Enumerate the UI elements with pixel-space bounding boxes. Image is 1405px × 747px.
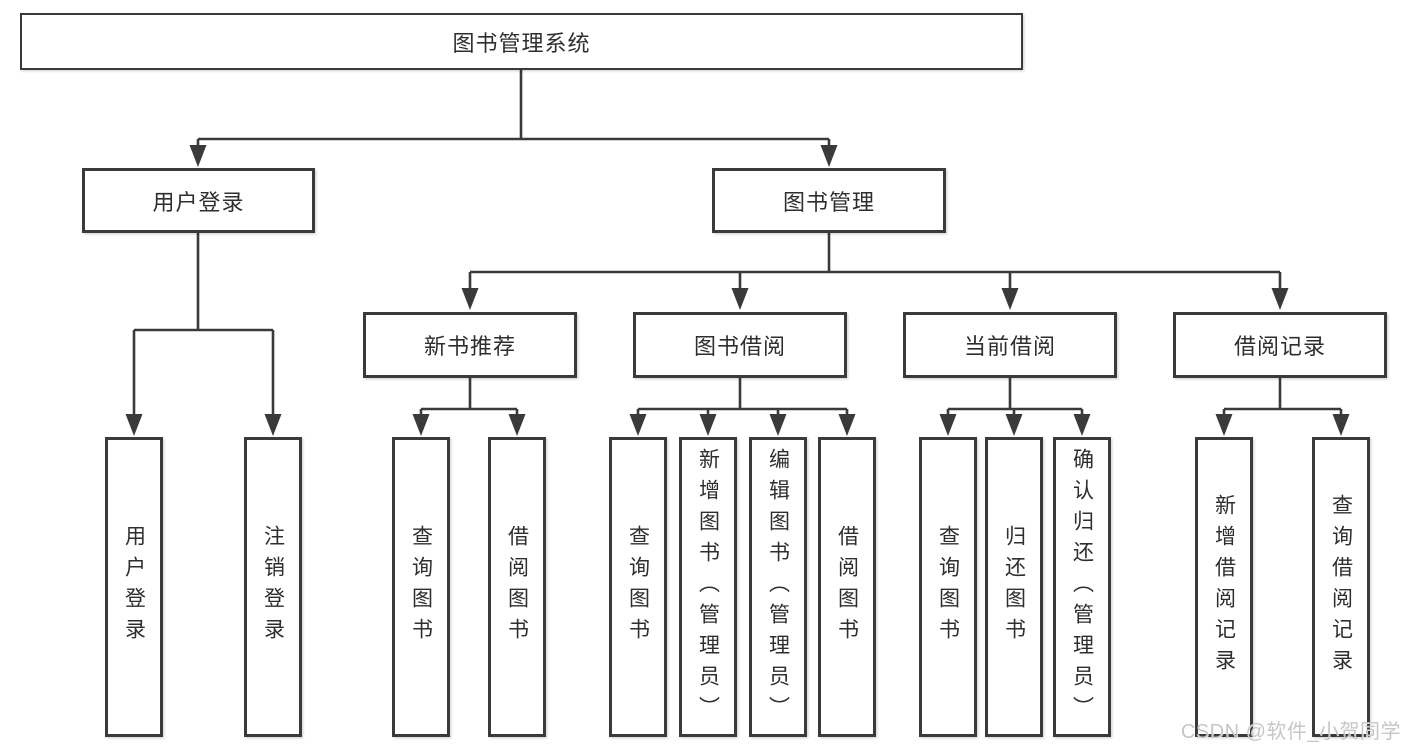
leaf-user-login-label: 用户登录 bbox=[122, 525, 146, 649]
leaf-add-borrow-record-label: 新增借阅记录 bbox=[1212, 494, 1236, 680]
leaf-borrow-books-2: 借阅图书 bbox=[818, 437, 876, 737]
leaf-edit-book-admin: 编辑图书（管理员） bbox=[749, 437, 807, 737]
node-library-management-system: 图书管理系统 bbox=[20, 13, 1023, 70]
leaf-add-book-admin: 新增图书（管理员） bbox=[679, 437, 737, 737]
node-book-management-label: 图书管理 bbox=[782, 189, 875, 215]
node-new-book-recommend: 新书推荐 bbox=[363, 312, 577, 378]
node-book-management: 图书管理 bbox=[712, 168, 946, 233]
leaf-query-books-2-label: 查询图书 bbox=[626, 525, 650, 649]
edge-book-borrowing-to-leaves bbox=[629, 378, 856, 436]
edge-book-management-to-level3 bbox=[461, 233, 1289, 310]
node-borrow-records-label: 借阅记录 bbox=[1233, 334, 1326, 359]
leaf-logout-label: 注销登录 bbox=[261, 525, 285, 649]
leaf-query-books-1: 查询图书 bbox=[392, 437, 450, 737]
node-book-borrowing: 图书借阅 bbox=[633, 312, 847, 378]
edge-user-login-to-leaves bbox=[125, 232, 282, 436]
leaf-confirm-return-admin: 确认归还（管理员） bbox=[1053, 437, 1111, 737]
node-book-borrowing-label: 图书借阅 bbox=[693, 334, 786, 359]
edge-current-borrowing-to-leaves bbox=[939, 378, 1091, 436]
leaf-query-borrow-record-label: 查询借阅记录 bbox=[1329, 494, 1353, 680]
leaf-query-books-2: 查询图书 bbox=[609, 437, 667, 737]
csdn-watermark: CSDN @软件_小贺同学 bbox=[1180, 721, 1401, 743]
node-new-book-recommend-label: 新书推荐 bbox=[423, 334, 516, 359]
leaf-query-books-3-label: 查询图书 bbox=[936, 525, 960, 649]
leaf-user-login: 用户登录 bbox=[105, 437, 163, 737]
edge-borrow-records-to-leaves bbox=[1215, 378, 1350, 436]
leaf-edit-book-admin-label: 编辑图书（管理员） bbox=[766, 447, 790, 727]
leaf-logout: 注销登录 bbox=[244, 437, 302, 737]
node-user-login-group: 用户登录 bbox=[82, 168, 315, 233]
leaf-add-book-admin-label: 新增图书（管理员） bbox=[696, 447, 720, 727]
node-current-borrowing: 当前借阅 bbox=[903, 312, 1117, 378]
node-borrow-records: 借阅记录 bbox=[1173, 312, 1387, 378]
node-user-login-group-label: 用户登录 bbox=[152, 189, 245, 215]
leaf-return-book-label: 归还图书 bbox=[1002, 525, 1026, 649]
leaf-return-book: 归还图书 bbox=[985, 437, 1043, 737]
node-current-borrowing-label: 当前借阅 bbox=[963, 334, 1056, 359]
leaf-query-borrow-record: 查询借阅记录 bbox=[1312, 437, 1370, 737]
leaf-borrow-books-1: 借阅图书 bbox=[488, 437, 546, 737]
leaf-add-borrow-record: 新增借阅记录 bbox=[1195, 437, 1253, 737]
leaf-query-books-3: 查询图书 bbox=[919, 437, 977, 737]
edge-new-book-recommend-to-leaves bbox=[412, 378, 526, 436]
edge-root-to-level2 bbox=[189, 70, 838, 167]
leaf-borrow-books-2-label: 借阅图书 bbox=[835, 525, 859, 649]
leaf-confirm-return-admin-label: 确认归还（管理员） bbox=[1070, 447, 1094, 727]
leaf-query-books-1-label: 查询图书 bbox=[409, 525, 433, 649]
leaf-borrow-books-1-label: 借阅图书 bbox=[505, 525, 529, 649]
node-library-management-system-label: 图书管理系统 bbox=[452, 30, 591, 56]
